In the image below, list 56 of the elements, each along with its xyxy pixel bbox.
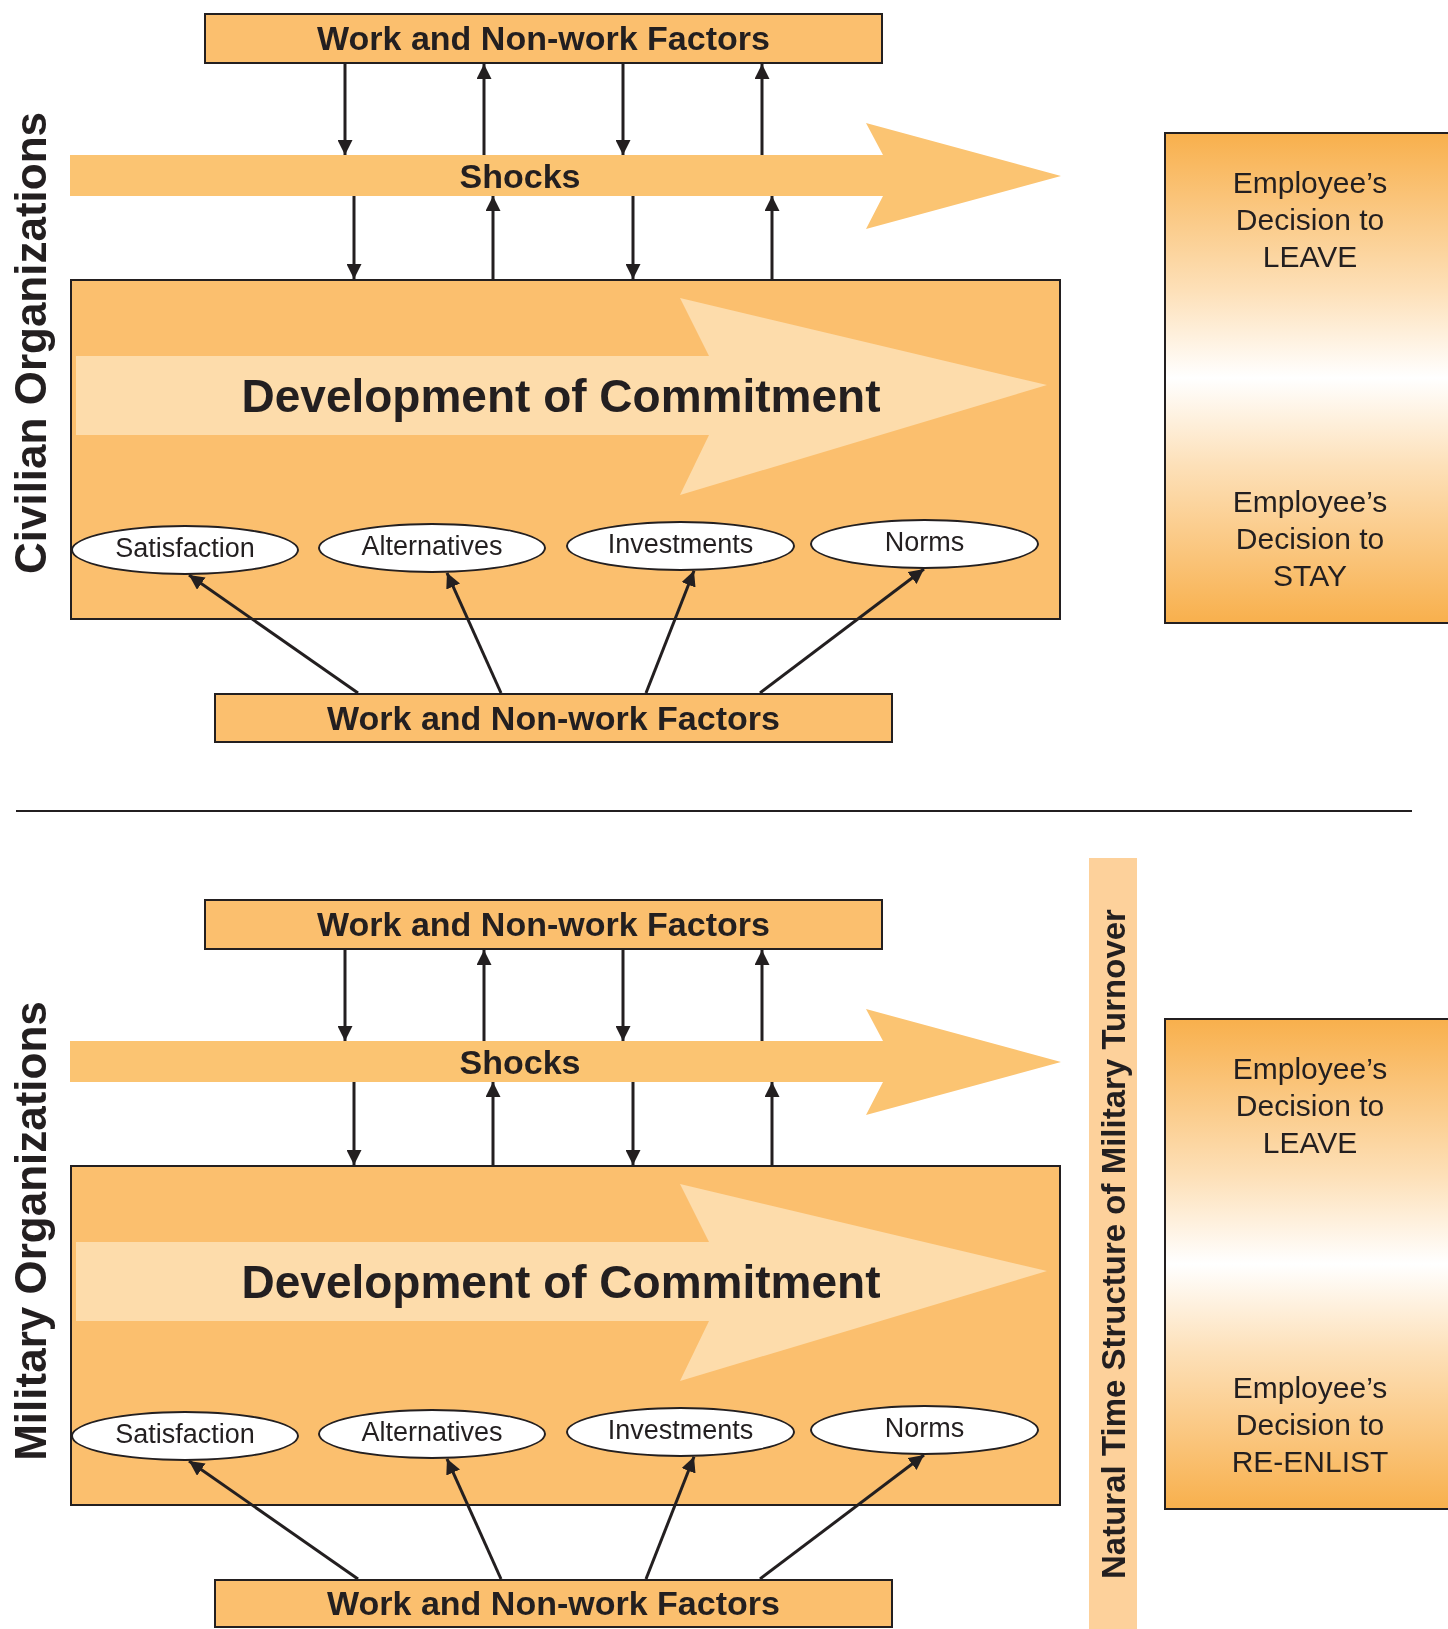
section-label: Military Organizations <box>9 1001 53 1461</box>
arrow <box>644 570 696 694</box>
arrow <box>764 1082 780 1165</box>
factor-ellipse: Norms <box>810 1405 1039 1455</box>
pointed-banner <box>70 1009 1061 1115</box>
banner-label: Development of Commitment <box>241 369 881 423</box>
factors-box: Work and Non-work Factors <box>214 693 893 743</box>
arrow <box>759 1453 925 1581</box>
arrow <box>476 950 492 1041</box>
arrow <box>615 64 631 155</box>
decision-text: Employee’s Decision to RE-ENLIST <box>1230 1370 1390 1480</box>
banner-label: Development of Commitment <box>241 1255 881 1309</box>
pointed-banner <box>76 1184 1047 1381</box>
decision-text: Employee’s Decision to LEAVE <box>1231 1051 1389 1161</box>
pointed-banner <box>70 123 1061 229</box>
decision-text: Employee’s Decision to LEAVE <box>1231 165 1389 275</box>
commitment-panel <box>70 1165 1061 1506</box>
factor-ellipse: Investments <box>566 1407 795 1457</box>
arrow <box>485 196 501 279</box>
arrow <box>337 950 353 1041</box>
decision-panel <box>1164 1018 1448 1510</box>
commitment-panel <box>70 279 1061 620</box>
factor-ellipse: Alternatives <box>318 523 546 573</box>
arrow <box>346 196 362 279</box>
band-label: Natural Time Structure of Military Turnover <box>1096 908 1130 1579</box>
factor-ellipse: Satisfaction <box>71 525 299 575</box>
arrow <box>625 196 641 279</box>
arrow <box>337 64 353 155</box>
factors-box: Work and Non-work Factors <box>214 1579 893 1628</box>
arrow <box>759 567 925 695</box>
arrow <box>188 573 359 695</box>
factors-box: Work and Non-work Factors <box>204 899 883 950</box>
banner-label: Shocks <box>459 156 581 196</box>
arrow <box>346 1082 362 1165</box>
factor-ellipse: Alternatives <box>318 1409 546 1459</box>
factor-ellipse: Satisfaction <box>71 1411 299 1461</box>
pointed-banner <box>76 298 1047 495</box>
arrow <box>754 950 770 1041</box>
arrow <box>445 1458 503 1580</box>
arrow <box>188 1459 359 1581</box>
arrow <box>764 196 780 279</box>
arrow <box>485 1082 501 1165</box>
arrow <box>625 1082 641 1165</box>
decision-text: Employee’s Decision to STAY <box>1231 484 1389 594</box>
arrow <box>615 950 631 1041</box>
arrow <box>445 572 503 694</box>
decision-panel <box>1164 132 1448 624</box>
arrow <box>644 1456 696 1580</box>
arrow <box>476 64 492 155</box>
section-label: Civilian Organizations <box>9 111 53 575</box>
factor-ellipse: Investments <box>566 521 795 571</box>
timeline-band <box>1089 858 1137 1629</box>
arrow <box>754 64 770 155</box>
factors-box: Work and Non-work Factors <box>204 13 883 64</box>
banner-label: Shocks <box>459 1042 581 1082</box>
factor-ellipse: Norms <box>810 519 1039 569</box>
